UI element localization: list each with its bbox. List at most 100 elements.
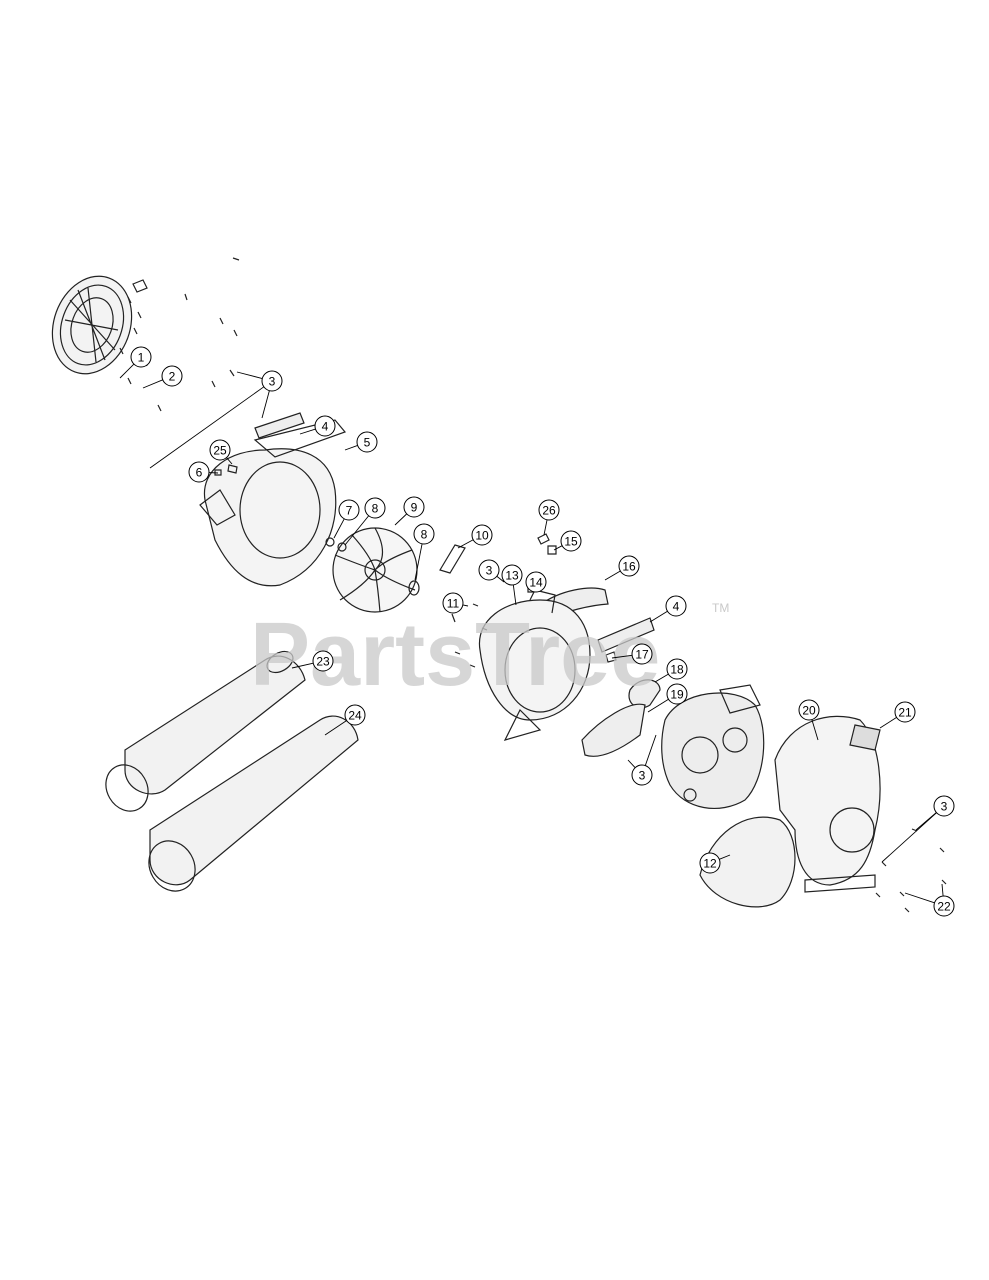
callout-circle bbox=[933, 795, 955, 817]
leader-line bbox=[627, 759, 636, 768]
part-engine-cover bbox=[699, 816, 796, 908]
callout-17[interactable]: 17 bbox=[631, 643, 653, 665]
callout-7[interactable]: 7 bbox=[338, 499, 360, 521]
callout-label: 2 bbox=[169, 370, 176, 384]
callout-16[interactable]: 16 bbox=[618, 555, 640, 577]
callout-18[interactable]: 18 bbox=[666, 658, 688, 680]
callout-15[interactable]: 15 bbox=[560, 530, 582, 552]
leader-line bbox=[119, 363, 135, 379]
callout-2[interactable]: 2 bbox=[161, 365, 183, 387]
callout-6[interactable]: 6 bbox=[188, 461, 210, 483]
callout-24[interactable]: 24 bbox=[344, 704, 366, 726]
callout-circle bbox=[261, 370, 283, 392]
callout-circle bbox=[364, 497, 386, 519]
part-handle-grip-left bbox=[254, 412, 305, 439]
part-engine bbox=[661, 684, 765, 809]
leader-line bbox=[324, 720, 347, 736]
callout-circle bbox=[699, 852, 721, 874]
callout-circle bbox=[356, 431, 378, 453]
part-elbow-18 bbox=[628, 679, 661, 709]
callout-label: 15 bbox=[564, 535, 578, 549]
callout-19[interactable]: 19 bbox=[666, 683, 688, 705]
part-handle-grip-right bbox=[597, 617, 655, 653]
leader-line bbox=[496, 575, 505, 583]
callout-label: 5 bbox=[364, 436, 371, 450]
callout-label: 20 bbox=[802, 704, 816, 718]
callout-label: 4 bbox=[673, 600, 680, 614]
callout-3[interactable]: 3 bbox=[478, 559, 500, 581]
leader-line bbox=[654, 673, 669, 683]
part-nut-7 bbox=[325, 537, 335, 547]
callout-3[interactable]: 3 bbox=[261, 370, 283, 392]
callout-23[interactable]: 23 bbox=[312, 650, 334, 672]
callout-circle bbox=[798, 699, 820, 721]
callout-25[interactable]: 25 bbox=[209, 439, 231, 461]
callout-circle bbox=[665, 595, 687, 617]
leader-line bbox=[226, 457, 233, 465]
leader-line bbox=[649, 610, 668, 623]
callout-label: 6 bbox=[196, 466, 203, 480]
callout-3[interactable]: 3 bbox=[631, 764, 653, 786]
callout-label: 11 bbox=[447, 597, 460, 611]
callout-5[interactable]: 5 bbox=[356, 431, 378, 453]
leader-line bbox=[236, 371, 263, 379]
callout-circle bbox=[442, 592, 464, 614]
leader-line bbox=[333, 518, 345, 539]
callout-label: 13 bbox=[505, 569, 519, 583]
callout-circle bbox=[161, 365, 183, 387]
part-starter-cover bbox=[51, 275, 133, 375]
callout-10[interactable]: 10 bbox=[471, 524, 493, 546]
callout-4[interactable]: 4 bbox=[665, 595, 687, 617]
callout-8[interactable]: 8 bbox=[413, 523, 435, 545]
leader-line bbox=[512, 584, 517, 606]
leader-line bbox=[647, 698, 669, 713]
callout-circle bbox=[933, 895, 955, 917]
callout-14[interactable]: 14 bbox=[525, 571, 547, 593]
callout-label: 10 bbox=[475, 529, 489, 543]
callout-label: 17 bbox=[635, 648, 649, 662]
part-intake-19 bbox=[581, 703, 646, 757]
leader-line bbox=[553, 545, 563, 551]
callout-label: 26 bbox=[542, 504, 556, 518]
callout-22[interactable]: 22 bbox=[933, 895, 955, 917]
callout-circle bbox=[130, 346, 152, 368]
callout-label: 3 bbox=[269, 375, 276, 389]
part-blower-nozzle bbox=[148, 715, 359, 892]
callout-4[interactable]: 4 bbox=[314, 415, 336, 437]
callout-circle bbox=[344, 704, 366, 726]
leader-lines bbox=[119, 363, 944, 904]
callout-1[interactable]: 1 bbox=[130, 346, 152, 368]
leader-line bbox=[291, 662, 314, 669]
leader-line bbox=[719, 854, 731, 860]
callout-11[interactable]: 11 bbox=[442, 592, 464, 614]
callout-label: 14 bbox=[529, 576, 543, 590]
part-drawings bbox=[51, 257, 947, 913]
callout-circle bbox=[314, 415, 336, 437]
callout-circle bbox=[471, 524, 493, 546]
part-15 bbox=[547, 545, 557, 555]
callout-label: 1 bbox=[138, 351, 145, 365]
leader-line bbox=[904, 892, 935, 904]
part-small-25 bbox=[227, 464, 238, 474]
callout-label: 16 bbox=[622, 560, 636, 574]
callout-13[interactable]: 13 bbox=[501, 564, 523, 586]
leader-line bbox=[462, 604, 469, 607]
part-screws-left bbox=[119, 257, 240, 412]
callout-20[interactable]: 20 bbox=[798, 699, 820, 721]
callout-3[interactable]: 3 bbox=[933, 795, 955, 817]
callout-9[interactable]: 9 bbox=[403, 496, 425, 518]
callout-8[interactable]: 8 bbox=[364, 497, 386, 519]
callout-label: 3 bbox=[639, 769, 646, 783]
callout-label: 8 bbox=[421, 528, 428, 542]
callout-circle bbox=[209, 439, 231, 461]
leader-line bbox=[414, 543, 423, 581]
part-frame bbox=[774, 715, 881, 893]
callout-12[interactable]: 12 bbox=[699, 852, 721, 874]
leader-line bbox=[611, 654, 633, 659]
callout-21[interactable]: 21 bbox=[894, 701, 916, 723]
leader-line bbox=[543, 519, 548, 536]
callout-26[interactable]: 26 bbox=[538, 499, 560, 521]
